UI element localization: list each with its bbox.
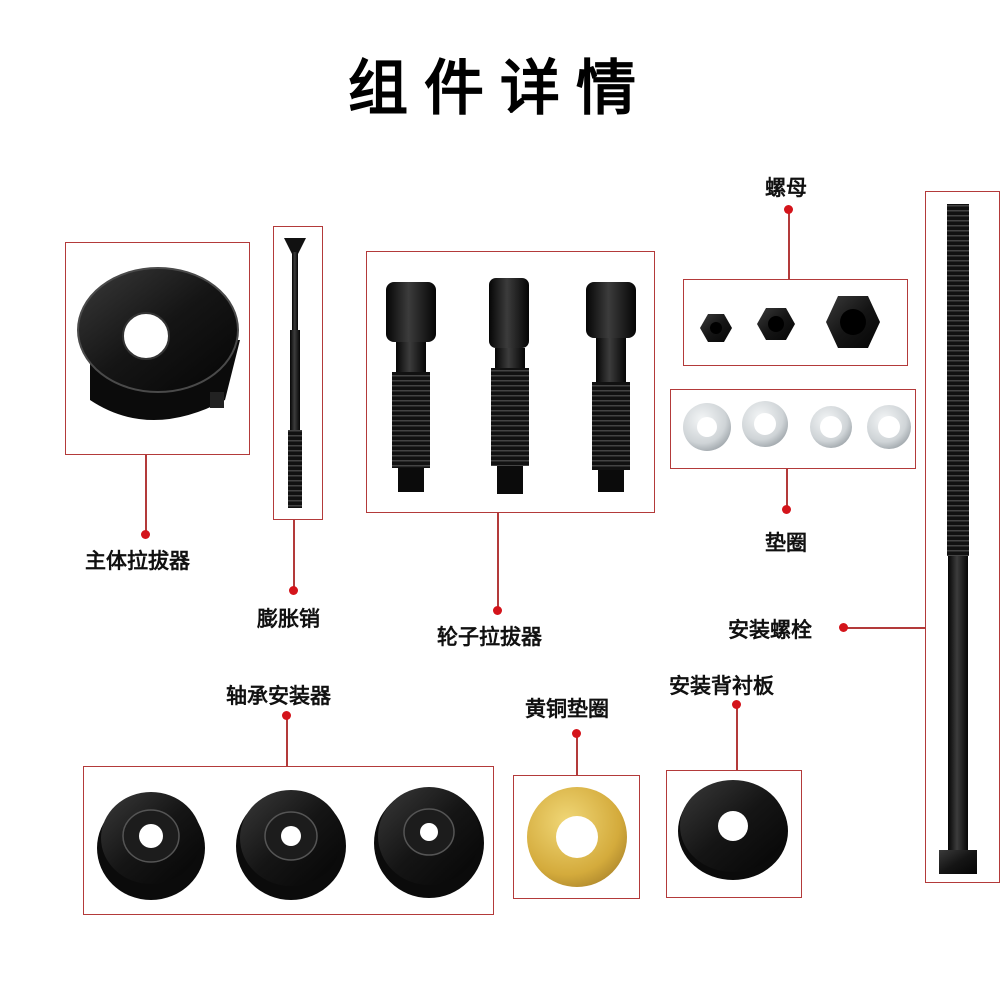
- bearing-installer-leader: [286, 716, 288, 766]
- washer-leader: [786, 469, 788, 507]
- nut-leader: [788, 211, 790, 279]
- expansion-pin-box: [273, 226, 323, 520]
- backing-plate-label: 安装背衬板: [669, 674, 774, 698]
- main-puller-label: 主体拉拔器: [85, 549, 190, 573]
- brass-washer-label: 黄铜垫圈: [525, 697, 609, 721]
- washer-box: [670, 389, 916, 469]
- bearing-installer-part: [97, 787, 484, 900]
- brass-washer-leader: [576, 734, 578, 775]
- wheel-puller-dot: [493, 606, 502, 615]
- nut-label: 螺母: [765, 176, 807, 200]
- expansion-pin-part: [284, 238, 306, 508]
- brass-washer-part: [527, 787, 627, 887]
- wheel-puller-leader: [497, 513, 499, 608]
- main-puller-dot: [141, 530, 150, 539]
- install-bolt-part: [939, 204, 977, 874]
- expansion-pin-label: 膨胀销: [257, 607, 320, 631]
- expansion-pin-leader: [293, 520, 295, 588]
- washer-label: 垫圈: [765, 531, 807, 555]
- backing-plate-dot: [732, 700, 741, 709]
- nut-dot: [784, 205, 793, 214]
- bearing-installer-box: [83, 766, 494, 915]
- page-title: 组件详情: [348, 54, 652, 124]
- backing-plate-part: [678, 780, 788, 880]
- nut-box: [683, 279, 908, 366]
- main-puller-box: [65, 242, 250, 455]
- brass-washer-box: [513, 775, 640, 899]
- expansion-pin-dot: [289, 586, 298, 595]
- main-puller-leader: [145, 455, 147, 533]
- washer-dot: [782, 505, 791, 514]
- install-bolt-label: 安装螺栓: [728, 618, 812, 642]
- backing-plate-leader: [736, 706, 738, 770]
- install-bolt-dot: [839, 623, 848, 632]
- wheel-puller-box: [366, 251, 655, 513]
- main-puller-part: [77, 267, 240, 420]
- bearing-installer-dot: [282, 711, 291, 720]
- wheel-puller-part: [386, 278, 636, 494]
- washer-part: [683, 401, 911, 451]
- backing-plate-box: [666, 770, 802, 898]
- nut-part: [700, 296, 880, 348]
- install-bolt-leader: [845, 627, 925, 629]
- bearing-installer-label: 轴承安装器: [226, 684, 331, 708]
- wheel-puller-label: 轮子拉拔器: [437, 625, 542, 649]
- brass-washer-dot: [572, 729, 581, 738]
